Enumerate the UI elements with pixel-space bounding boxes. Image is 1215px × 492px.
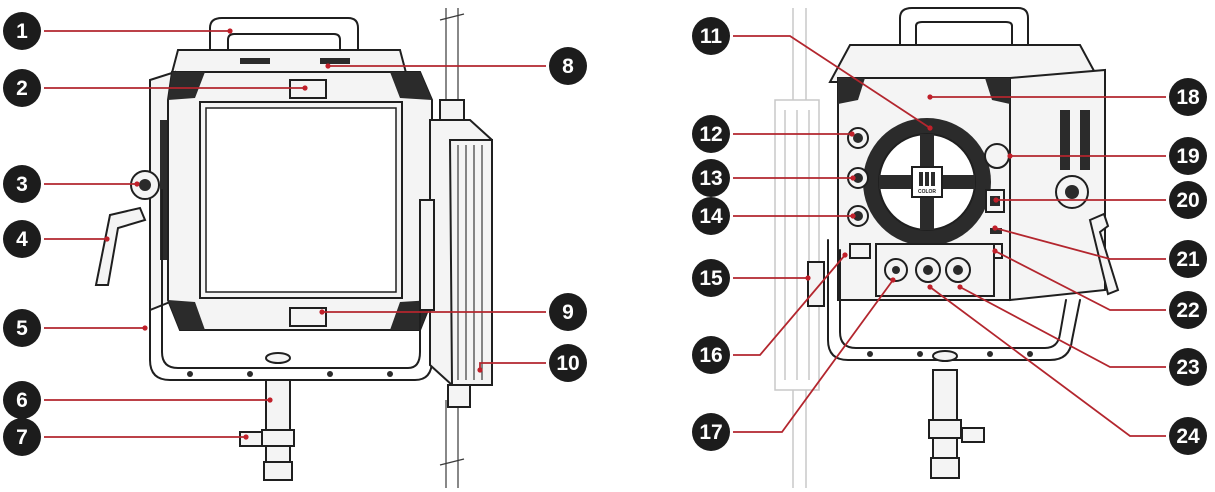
callout-number-15: 15 xyxy=(699,267,723,290)
callout-marker-6 xyxy=(3,381,41,419)
callout-number-9: 9 xyxy=(562,301,574,324)
pointer-dot-6 xyxy=(267,397,273,403)
rear-panel-logo-text: COLOR xyxy=(918,189,936,195)
pointer-dot-4 xyxy=(104,236,110,242)
callout-marker-5 xyxy=(3,309,41,347)
callout-marker-16 xyxy=(692,336,730,374)
pointer-dot-14 xyxy=(850,213,856,219)
callout-marker-23 xyxy=(1169,348,1207,386)
callout-number-19: 19 xyxy=(1176,145,1199,168)
callout-number-16: 16 xyxy=(699,344,722,367)
leader-line-16 xyxy=(733,254,846,356)
pointer-dot-10 xyxy=(477,367,483,373)
callout-number-12: 12 xyxy=(699,123,722,146)
callout-number-6: 6 xyxy=(16,389,28,412)
callout-marker-4 xyxy=(3,220,41,258)
callout-number-5: 5 xyxy=(16,317,28,340)
callout-number-22: 22 xyxy=(1176,299,1199,322)
pointer-dot-15 xyxy=(805,275,811,281)
pointer-dot-8 xyxy=(325,63,331,69)
leader-line-22 xyxy=(994,250,1166,311)
leader-line-11 xyxy=(733,35,931,129)
pointer-dot-19 xyxy=(1007,153,1013,159)
callout-marker-19 xyxy=(1169,137,1207,175)
leader-line-23 xyxy=(959,286,1166,368)
callout-marker-17 xyxy=(692,413,730,451)
callout-number-20: 20 xyxy=(1176,189,1199,212)
rear-view-illustration: COLOR xyxy=(774,7,1120,488)
pointer-dot-17 xyxy=(890,277,896,283)
pointer-dot-18 xyxy=(927,94,933,100)
pointer-dot-7 xyxy=(243,434,249,440)
pointer-dot-3 xyxy=(134,181,140,187)
pointer-dot-11 xyxy=(927,125,933,131)
callout-number-14: 14 xyxy=(699,205,723,228)
callout-marker-24 xyxy=(1169,417,1207,455)
callout-marker-11 xyxy=(692,17,730,55)
callout-marker-8 xyxy=(549,47,587,85)
callout-number-13: 13 xyxy=(699,167,722,190)
callout-number-2: 2 xyxy=(16,77,28,100)
callout-number-1: 1 xyxy=(16,20,28,43)
leader-line-21 xyxy=(994,227,1166,260)
pointer-dot-5 xyxy=(142,325,148,331)
pointer-dot-12 xyxy=(849,131,855,137)
callout-number-8: 8 xyxy=(562,55,574,78)
callout-marker-18 xyxy=(1169,78,1207,116)
pointer-dot-2 xyxy=(302,85,308,91)
callout-marker-13 xyxy=(692,159,730,197)
callout-number-18: 18 xyxy=(1176,86,1200,109)
pointer-dot-13 xyxy=(850,175,856,181)
callout-number-11: 11 xyxy=(700,25,723,48)
callout-marker-15 xyxy=(692,259,730,297)
callout-number-4: 4 xyxy=(16,228,28,251)
pointer-dot-20 xyxy=(993,197,999,203)
callout-marker-21 xyxy=(1169,240,1207,278)
callout-number-10: 10 xyxy=(556,352,579,375)
pointer-dot-21 xyxy=(992,225,998,231)
callout-marker-3 xyxy=(3,165,41,203)
callout-marker-22 xyxy=(1169,291,1207,329)
leader-lines xyxy=(44,28,1166,440)
callout-number-23: 23 xyxy=(1176,356,1199,379)
callout-number-24: 24 xyxy=(1176,425,1200,448)
callout-marker-12 xyxy=(692,115,730,153)
callout-number-17: 17 xyxy=(699,421,722,444)
callout-marker-1 xyxy=(3,12,41,50)
leader-line-17 xyxy=(733,279,894,433)
callout-marker-10 xyxy=(549,344,587,382)
callout-number-3: 3 xyxy=(16,173,28,196)
leader-line-24 xyxy=(929,286,1166,437)
callout-marker-20 xyxy=(1169,181,1207,219)
callout-marker-2 xyxy=(3,69,41,107)
pointer-dot-16 xyxy=(842,252,848,258)
callout-marker-14 xyxy=(692,197,730,235)
callout-marker-9 xyxy=(549,293,587,331)
pointer-dot-24 xyxy=(927,284,933,290)
callout-marker-7 xyxy=(3,418,41,456)
front-view-illustration xyxy=(94,8,493,488)
pointer-dot-9 xyxy=(319,309,325,315)
callout-number-21: 21 xyxy=(1176,248,1200,271)
pointer-dot-22 xyxy=(992,248,998,254)
callout-number-7: 7 xyxy=(16,426,28,449)
pointer-dot-1 xyxy=(227,28,233,34)
pointer-dot-23 xyxy=(957,284,963,290)
